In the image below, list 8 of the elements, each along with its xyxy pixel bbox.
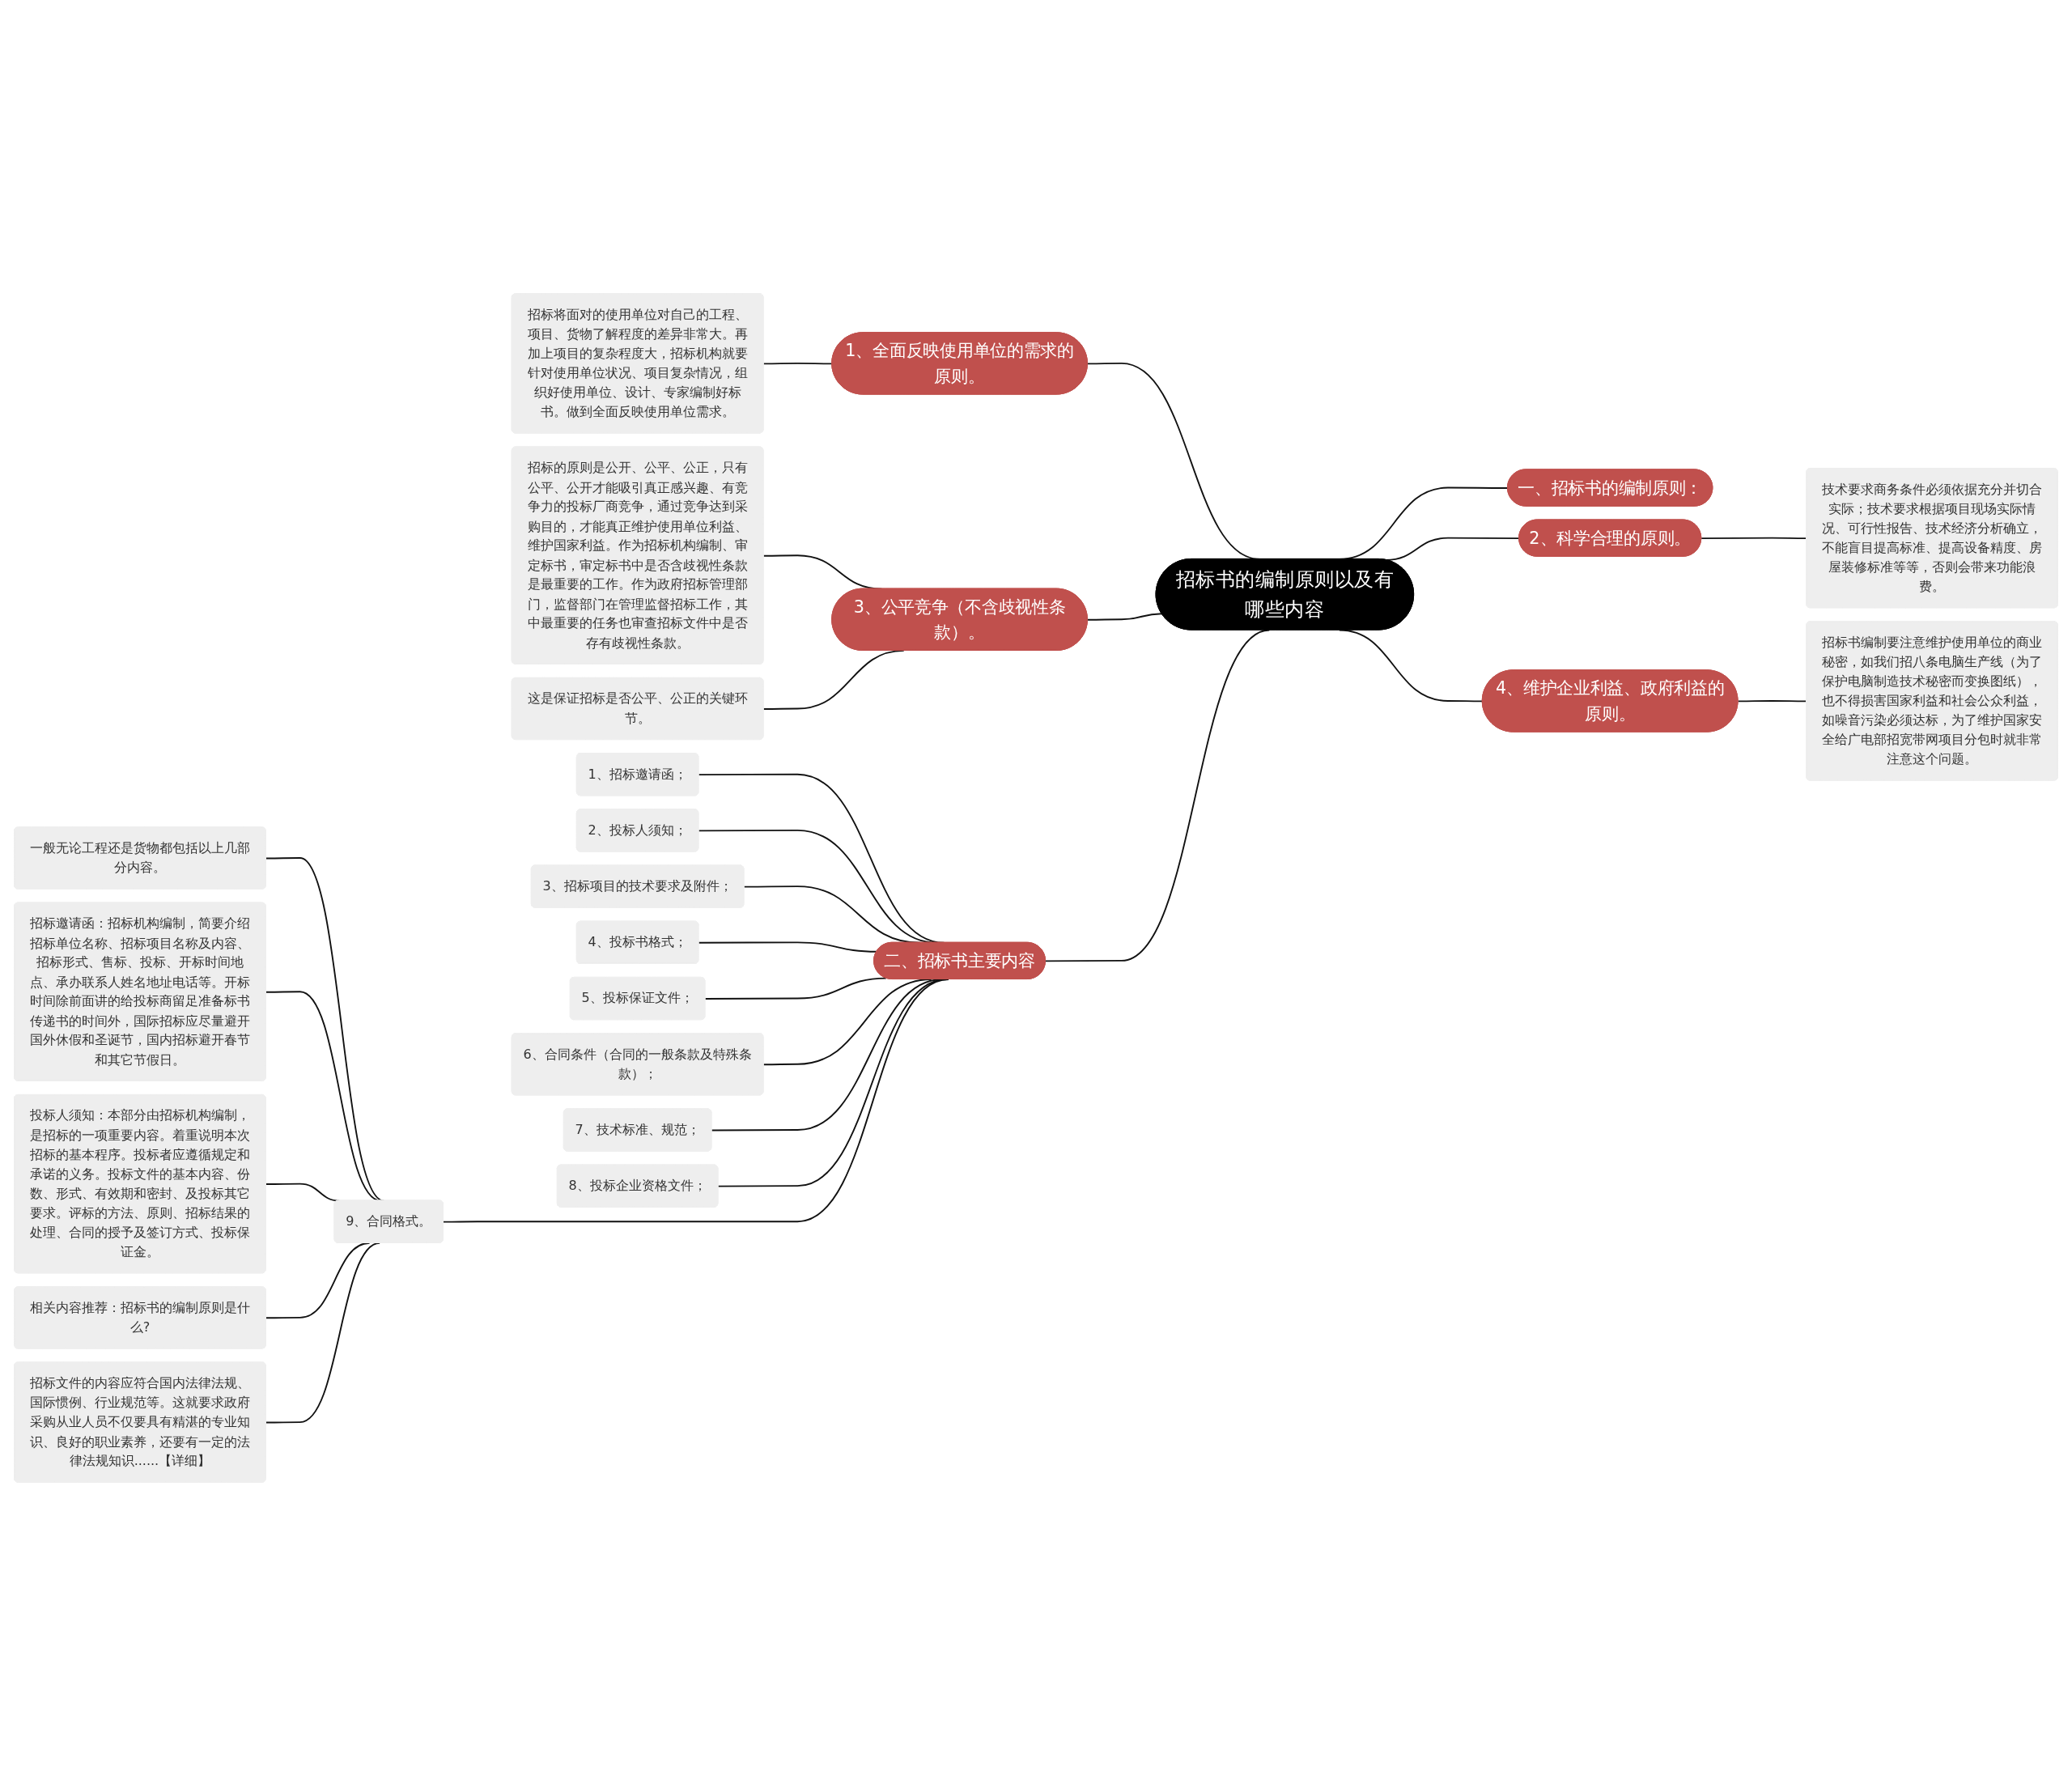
connector xyxy=(698,941,878,953)
connector xyxy=(704,977,887,1000)
connector xyxy=(443,978,949,1223)
connector xyxy=(265,1242,371,1319)
connector xyxy=(1086,612,1163,621)
connector xyxy=(265,1242,381,1423)
connector xyxy=(1045,629,1271,962)
connector xyxy=(762,649,905,710)
